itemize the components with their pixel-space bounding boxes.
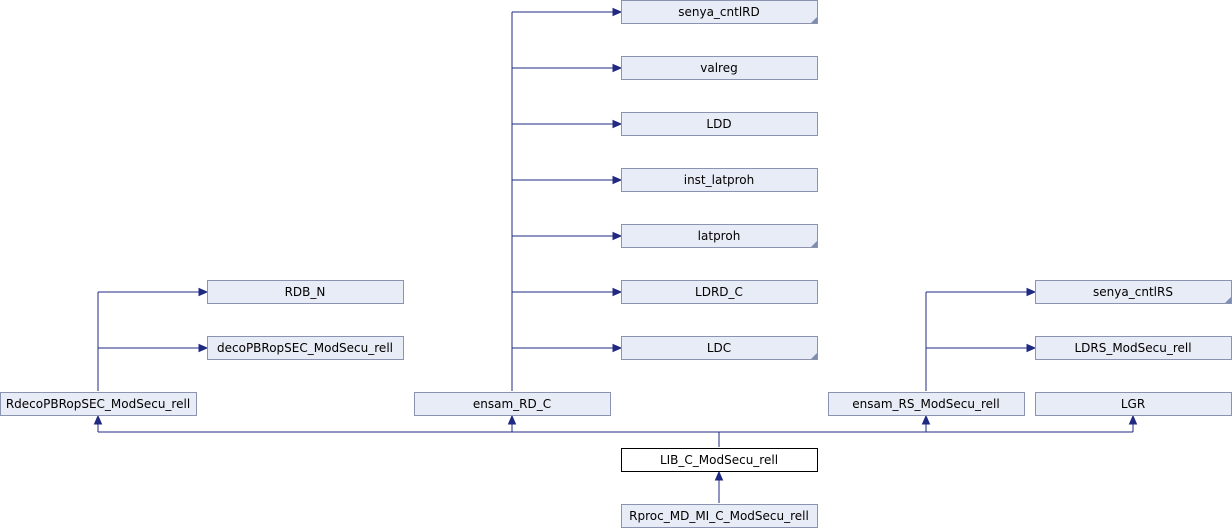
arrowhead-ldc — [612, 343, 623, 353]
arrowhead-deco — [198, 343, 209, 353]
edge-lib-c-bus — [98, 431, 1133, 447]
node-decopbropsec-modsecu-rell[interactable]: decoPBRopSEC_ModSecu_rell — [207, 336, 404, 360]
node-label: RdecoPBRopSEC_ModSecu_rell — [6, 397, 190, 411]
node-lib-c-modsecu-rell[interactable]: LIB_C_ModSecu_rell — [621, 448, 818, 472]
node-label: ensam_RD_C — [473, 397, 551, 411]
node-label: LIB_C_ModSecu_rell — [660, 453, 778, 467]
node-label: LDD — [706, 117, 731, 131]
node-latproh[interactable]: latproh — [621, 224, 818, 248]
arrowhead-lib-c — [714, 470, 724, 481]
node-label: LDC — [707, 341, 731, 355]
node-valreg[interactable]: valreg — [621, 56, 818, 80]
arrowhead-rdeco — [93, 414, 103, 425]
node-label: senya_cntlRD — [678, 5, 760, 19]
node-label: decoPBRopSEC_ModSecu_rell — [217, 341, 393, 355]
node-label: ensam_RS_ModSecu_rell — [852, 397, 999, 411]
arrowhead-valreg — [612, 63, 623, 73]
node-senya-cntlrs[interactable]: senya_cntlRS — [1035, 280, 1232, 304]
truncated-corner-icon — [1225, 297, 1231, 303]
arrowhead-latproh — [612, 231, 623, 241]
node-ensam-rd-c[interactable]: ensam_RD_C — [414, 392, 611, 416]
node-ldd[interactable]: LDD — [621, 112, 818, 136]
arrowhead-ldrd-c — [612, 287, 623, 297]
arrowhead-ensam-rs — [921, 414, 931, 425]
arrowhead-ldd — [612, 119, 623, 129]
node-label: valreg — [700, 61, 737, 75]
node-label: Rproc_MD_MI_C_ModSecu_rell — [629, 509, 809, 523]
arrowhead-ensam-rd-c — [507, 414, 517, 425]
node-lgr[interactable]: LGR — [1035, 392, 1232, 416]
node-ldrd-c[interactable]: LDRD_C — [621, 280, 818, 304]
node-label: LDRD_C — [695, 285, 743, 299]
node-inst-latproh[interactable]: inst_latproh — [621, 168, 818, 192]
node-label: RDB_N — [285, 285, 326, 299]
edges — [93, 7, 1138, 503]
node-label: LDRS_ModSecu_rell — [1074, 341, 1191, 355]
node-label: latproh — [698, 229, 741, 243]
node-senya-cntlrd[interactable]: senya_cntlRD — [621, 0, 818, 24]
truncated-corner-icon — [811, 241, 817, 247]
arrowhead-senya-cntlrs — [1026, 287, 1037, 297]
truncated-corner-icon — [811, 353, 817, 359]
node-rdecopbropsec-modsecu-rell[interactable]: RdecoPBRopSEC_ModSecu_rell — [0, 392, 197, 416]
arrowhead-rdb-n — [198, 287, 209, 297]
truncated-corner-icon — [811, 17, 817, 23]
node-label: inst_latproh — [684, 173, 755, 187]
node-label: LGR — [1121, 397, 1145, 411]
node-ldrs-modsecu-rell[interactable]: LDRS_ModSecu_rell — [1035, 336, 1232, 360]
arrowhead-ldrs — [1026, 343, 1037, 353]
node-ldc[interactable]: LDC — [621, 336, 818, 360]
node-rproc-md-mi-c-modsecu-rell[interactable]: Rproc_MD_MI_C_ModSecu_rell — [621, 504, 818, 528]
arrowhead-inst-latproh — [612, 175, 623, 185]
arrowhead-senya-cntlrd — [612, 7, 623, 17]
node-rdb-n[interactable]: RDB_N — [207, 280, 404, 304]
node-label: senya_cntlRS — [1093, 285, 1173, 299]
node-ensam-rs-modsecu-rell[interactable]: ensam_RS_ModSecu_rell — [828, 392, 1025, 416]
arrowhead-lgr — [1128, 414, 1138, 425]
